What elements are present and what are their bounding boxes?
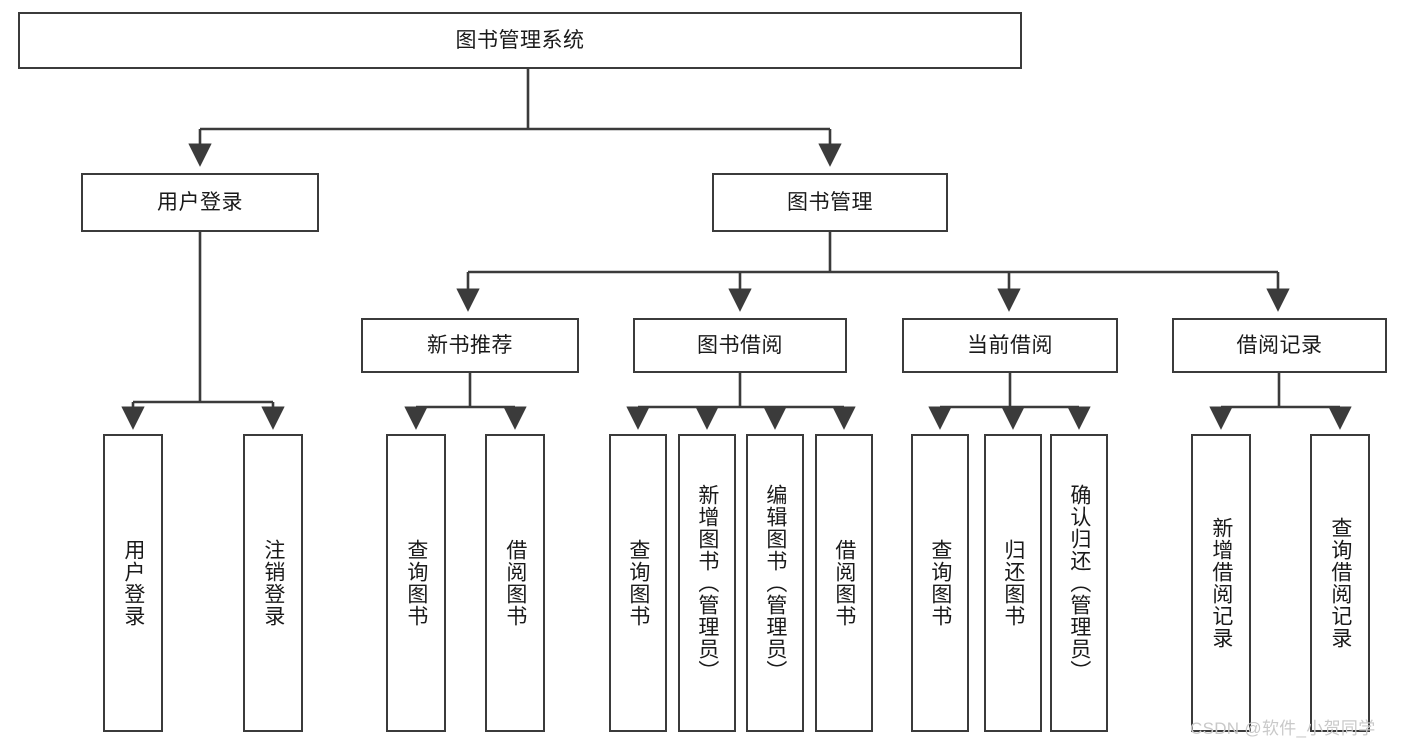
node-leaf-edit-book[interactable]: 编辑图书（管理员） xyxy=(746,434,804,732)
node-leaf-add-record[interactable]: 新增借阅记录 xyxy=(1191,434,1251,732)
node-label: 查询图书 xyxy=(626,539,650,627)
node-label: 注销登录 xyxy=(261,539,285,627)
node-label: 图书借阅 xyxy=(697,333,783,357)
node-leaf-confirm-return[interactable]: 确认归还（管理员） xyxy=(1050,434,1108,732)
node-root[interactable]: 图书管理系统 xyxy=(18,12,1022,69)
node-label: 借阅图书 xyxy=(832,539,856,627)
node-label: 新增借阅记录 xyxy=(1209,517,1233,649)
node-label: 新增图书（管理员） xyxy=(695,484,719,682)
node-label: 查询图书 xyxy=(928,539,952,627)
csdn-watermark: CSDN @软件_小贺同学 xyxy=(1190,719,1376,738)
node-label: 编辑图书（管理员） xyxy=(763,484,787,682)
node-label: 归还图书 xyxy=(1001,539,1025,627)
node-label: 图书管理系统 xyxy=(455,28,585,52)
node-label: 用户登录 xyxy=(121,539,145,627)
node-leaf-user-login[interactable]: 用户登录 xyxy=(103,434,163,732)
node-user-login[interactable]: 用户登录 xyxy=(81,173,319,232)
node-leaf-query-book-borrow[interactable]: 查询图书 xyxy=(609,434,667,732)
node-label: 新书推荐 xyxy=(427,333,513,357)
node-label: 借阅记录 xyxy=(1236,333,1323,357)
node-leaf-return-book[interactable]: 归还图书 xyxy=(984,434,1042,732)
node-new-book-recommend[interactable]: 新书推荐 xyxy=(361,318,579,373)
node-label: 确认归还（管理员） xyxy=(1067,484,1091,682)
node-book-borrow[interactable]: 图书借阅 xyxy=(633,318,847,373)
node-current-borrow[interactable]: 当前借阅 xyxy=(902,318,1118,373)
node-label: 当前借阅 xyxy=(967,333,1053,357)
node-book-management[interactable]: 图书管理 xyxy=(712,173,948,232)
node-label: 用户登录 xyxy=(157,190,243,214)
node-leaf-borrow-book[interactable]: 借阅图书 xyxy=(815,434,873,732)
node-leaf-logout[interactable]: 注销登录 xyxy=(243,434,303,732)
node-leaf-query-book-current[interactable]: 查询图书 xyxy=(911,434,969,732)
node-label: 图书管理 xyxy=(787,190,873,214)
node-leaf-query-book-recommend[interactable]: 查询图书 xyxy=(386,434,446,732)
node-label: 查询图书 xyxy=(404,539,428,627)
node-label: 借阅图书 xyxy=(503,539,527,627)
node-borrow-record[interactable]: 借阅记录 xyxy=(1172,318,1387,373)
node-label: 查询借阅记录 xyxy=(1328,517,1352,649)
node-leaf-query-record[interactable]: 查询借阅记录 xyxy=(1310,434,1370,732)
node-leaf-borrow-book-recommend[interactable]: 借阅图书 xyxy=(485,434,545,732)
node-leaf-add-book[interactable]: 新增图书（管理员） xyxy=(678,434,736,732)
